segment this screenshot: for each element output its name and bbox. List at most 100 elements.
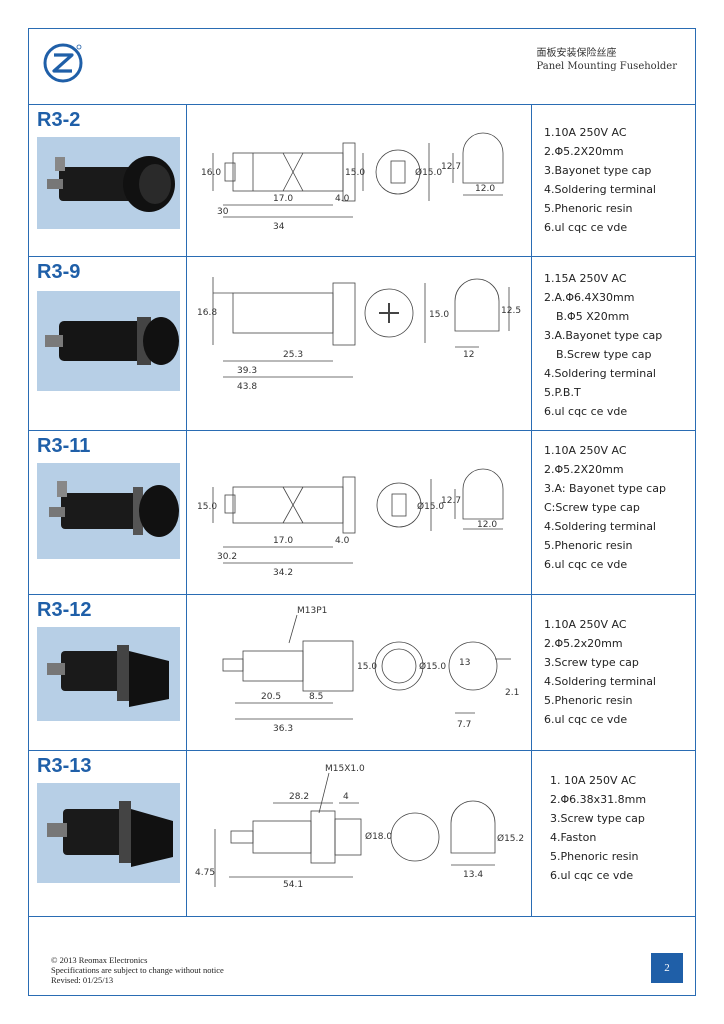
dim-length-b: 4.0	[335, 194, 350, 204]
fuseholder-photo-icon	[37, 137, 180, 229]
product-section-r3-9: R3-9	[29, 257, 695, 431]
spec-item: 5.P.B.T	[544, 386, 581, 399]
spec-item: B.Screw type cap	[556, 348, 652, 361]
technical-drawing-cell: M13P1 15.0 Ø15.0 13 2.1 7.7 20.5 8.5 36.…	[187, 595, 532, 750]
technical-drawing: 16.0 15.0 Ø15.0 12.7 12.0 17.0 4.0 30 34	[201, 132, 504, 232]
spec-item: 6.ul cqc ce vde	[544, 405, 628, 418]
fuseholder-photo-icon	[37, 783, 180, 883]
dim-cap-dia: Ø15.0	[419, 661, 446, 672]
page-header: 面板安装保险丝座 Panel Mounting Fuseholder	[29, 29, 695, 105]
spec-item: 1.10A 250V AC	[544, 444, 627, 457]
model-label: R3-12	[37, 599, 92, 621]
dim-body: 15.0	[357, 662, 377, 672]
spec-cell: 1.10A 250V AC 2.Φ5.2X20mm 3.Bayonet type…	[532, 105, 695, 256]
dim-cap-dia: Ø15.2	[497, 833, 524, 844]
product-photo	[37, 291, 180, 391]
dim-cap-width: 7.7	[457, 720, 471, 730]
technical-drawing: M13P1 15.0 Ø15.0 13 2.1 7.7 20.5 8.5 36.…	[222, 606, 519, 734]
spec-item: 2.Φ5.2x20mm	[544, 637, 623, 650]
dim-total: 43.8	[237, 382, 257, 392]
technical-drawing-cell: 16.0 15.0 Ø15.0 12.7 12.0 17.0 4.0 30 34	[187, 105, 532, 256]
spec-list: 1.10A 250V AC 2.Φ5.2x20mm 3.Screw type c…	[544, 615, 656, 729]
product-photo-cell: R3-11	[29, 431, 187, 594]
revised-date: Revised: 01/25/13	[51, 975, 114, 985]
fuseholder-photo-icon	[37, 463, 180, 559]
dim-cap-dia: Ø15.0	[417, 501, 444, 512]
page-frame: 面板安装保险丝座 Panel Mounting Fuseholder R3-2	[28, 28, 696, 996]
model-label: R3-9	[37, 261, 81, 283]
title-en: Panel Mounting Fuseholder	[536, 61, 677, 72]
dim-length-c: 30	[217, 207, 229, 217]
dim-cap-width: 12	[463, 350, 474, 360]
spec-item: 3.A.Bayonet type cap	[544, 329, 663, 342]
spec-item: 6.ul cqc ce vde	[544, 221, 628, 234]
technical-drawing-cell: 15.0 Ø15.0 12.7 12.0 17.0 4.0 30.2 34.2	[187, 431, 532, 594]
spec-item: 6.ul cqc ce vde	[550, 869, 634, 882]
technical-drawing-cell: 16.8 15.0 12.5 12 25.3 39.3 43.8	[187, 257, 532, 430]
technical-drawing-cell: M15X1.0 28.2 4 Ø18.0 Ø15.2 4.75 54.1 13.…	[187, 751, 532, 916]
page-footer: © 2013 Reomax Electronics Specifications…	[29, 915, 695, 995]
dim-height: 15.0	[197, 502, 217, 512]
spec-item: 1. 10A 250V AC	[550, 774, 637, 787]
dim-cap-width: 13.4	[463, 870, 483, 880]
spec-item: 1.10A 250V AC	[544, 618, 627, 631]
spec-item: 1.10A 250V AC	[544, 126, 627, 139]
notice: Specifications are subject to change wit…	[51, 965, 224, 975]
dim-length-b: 4.0	[335, 536, 350, 546]
brand-logo-icon	[43, 43, 83, 83]
model-label: R3-13	[37, 755, 92, 777]
product-photo-cell: R3-12	[29, 595, 187, 750]
dim-total: 34	[273, 222, 285, 232]
spec-item: 2.Φ6.38x31.8mm	[550, 793, 647, 806]
footer-text: © 2013 Reomax Electronics Specifications…	[51, 955, 224, 985]
fuseholder-photo-icon	[37, 291, 180, 391]
spec-item: 4.Soldering terminal	[544, 520, 656, 533]
dim-length-b: 8.5	[309, 692, 323, 702]
technical-drawing: 16.8 15.0 12.5 12 25.3 39.3 43.8	[197, 277, 521, 392]
spec-item: 5.Phenoric resin	[544, 539, 633, 552]
spec-item: 5.Phenoric resin	[544, 694, 633, 707]
spec-item: 3.A: Bayonet type cap	[544, 482, 666, 495]
spec-cell: 1.10A 250V AC 2.Φ5.2X20mm 3.A: Bayonet t…	[532, 431, 695, 594]
dim-thread: M13P1	[297, 606, 327, 616]
spec-item: 5.Phenoric resin	[550, 850, 639, 863]
dim-cap-dia: Ø15.0	[415, 167, 442, 178]
spec-list: 1.15A 250V AC 2.A.Φ6.4X30mm B.Φ5 X20mm 3…	[544, 269, 662, 421]
dim-length-a: 25.3	[283, 350, 303, 360]
spec-cell: 1.15A 250V AC 2.A.Φ6.4X30mm B.Φ5 X20mm 3…	[532, 257, 695, 430]
product-section-r3-13: R3-13	[29, 751, 695, 917]
dim-cap-width: 12.0	[475, 184, 495, 194]
spec-item: 2.Φ5.2X20mm	[544, 145, 624, 158]
spec-cell: 1.10A 250V AC 2.Φ5.2x20mm 3.Screw type c…	[532, 595, 695, 750]
dim-length-a: 28.2	[289, 792, 309, 802]
technical-drawing: M15X1.0 28.2 4 Ø18.0 Ø15.2 4.75 54.1 13.…	[195, 764, 524, 890]
spec-item: 2.A.Φ6.4X30mm	[544, 291, 635, 304]
dim-length-b: 39.3	[237, 366, 257, 376]
dim-cap-height: 12.5	[501, 306, 521, 316]
dim-thread: M15X1.0	[325, 764, 365, 774]
dim-cap-width: 12.0	[477, 520, 497, 530]
spec-item: 6.ul cqc ce vde	[544, 558, 628, 571]
spec-item: 5.Phenoric resin	[544, 202, 633, 215]
product-photo	[37, 137, 180, 229]
dim-body: 15.0	[345, 168, 365, 178]
dim-total: 54.1	[283, 880, 303, 890]
spec-item: 4.Soldering terminal	[544, 675, 656, 688]
spec-item: 6.ul cqc ce vde	[544, 713, 628, 726]
model-label: R3-2	[37, 109, 81, 131]
spec-list: 1.10A 250V AC 2.Φ5.2X20mm 3.Bayonet type…	[544, 123, 656, 237]
spec-item: 2.Φ5.2X20mm	[544, 463, 624, 476]
spec-item: B.Φ5 X20mm	[556, 310, 630, 323]
dim-cap-height: 13	[459, 658, 470, 668]
product-photo	[37, 627, 180, 721]
spec-list: 1.10A 250V AC 2.Φ5.2X20mm 3.A: Bayonet t…	[544, 441, 666, 574]
spec-item: 4.Soldering terminal	[544, 367, 656, 380]
spec-item: 3.Screw type cap	[550, 812, 645, 825]
dim-height: 16.0	[201, 168, 221, 178]
spec-list: 1. 10A 250V AC 2.Φ6.38x31.8mm 3.Screw ty…	[550, 771, 646, 885]
dim-height: 4.75	[195, 868, 215, 878]
spec-item: 3.Bayonet type cap	[544, 164, 652, 177]
spec-item: C:Screw type cap	[544, 501, 640, 514]
dim-cap-height: 12.7	[441, 496, 461, 506]
product-section-r3-12: R3-12	[29, 595, 695, 751]
